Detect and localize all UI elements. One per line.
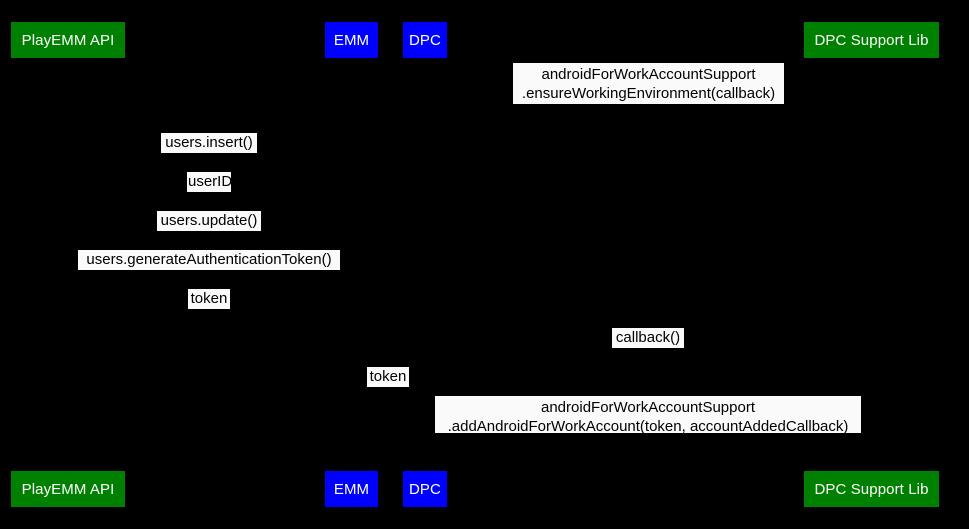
- participant-label: DPC: [409, 480, 441, 498]
- message-label-callback: callback(): [612, 328, 684, 348]
- participant-box-emm-bottom[interactable]: EMM: [325, 471, 378, 507]
- participant-label: PlayEMM API: [21, 480, 115, 498]
- participant-label: EMM: [333, 31, 370, 49]
- participant-box-playemm-api-bottom[interactable]: PlayEMM API: [11, 471, 125, 507]
- message-label-users-generate-authentication-token: users.generateAuthenticationToken(): [78, 250, 340, 270]
- participant-box-dpc-support-lib-top[interactable]: DPC Support Lib: [804, 22, 939, 58]
- participant-label: PlayEMM API: [21, 31, 115, 49]
- participant-label: EMM: [333, 480, 370, 498]
- participant-label: DPC Support Lib: [814, 480, 929, 498]
- participant-box-dpc-bottom[interactable]: DPC: [403, 471, 447, 507]
- message-label-add-android-for-work-account: androidForWorkAccountSupport .addAndroid…: [435, 396, 861, 435]
- message-label-users-update: users.update(): [157, 211, 261, 231]
- message-label-token-to-emm: token: [188, 289, 230, 309]
- participant-label: DPC Support Lib: [814, 31, 929, 49]
- participant-box-playemm-api-top[interactable]: PlayEMM API: [11, 22, 125, 58]
- participant-box-dpc-top[interactable]: DPC: [403, 22, 447, 58]
- participant-label: DPC: [409, 31, 441, 49]
- message-label-user-id: userID: [187, 172, 233, 192]
- message-label-users-insert: users.insert(): [161, 133, 257, 153]
- participant-box-dpc-support-lib-bottom[interactable]: DPC Support Lib: [804, 471, 939, 507]
- message-label-ensure-working-environment: androidForWorkAccountSupport .ensureWork…: [513, 63, 784, 104]
- message-label-token-to-dpc: token: [367, 367, 409, 387]
- participant-box-emm-top[interactable]: EMM: [325, 22, 378, 58]
